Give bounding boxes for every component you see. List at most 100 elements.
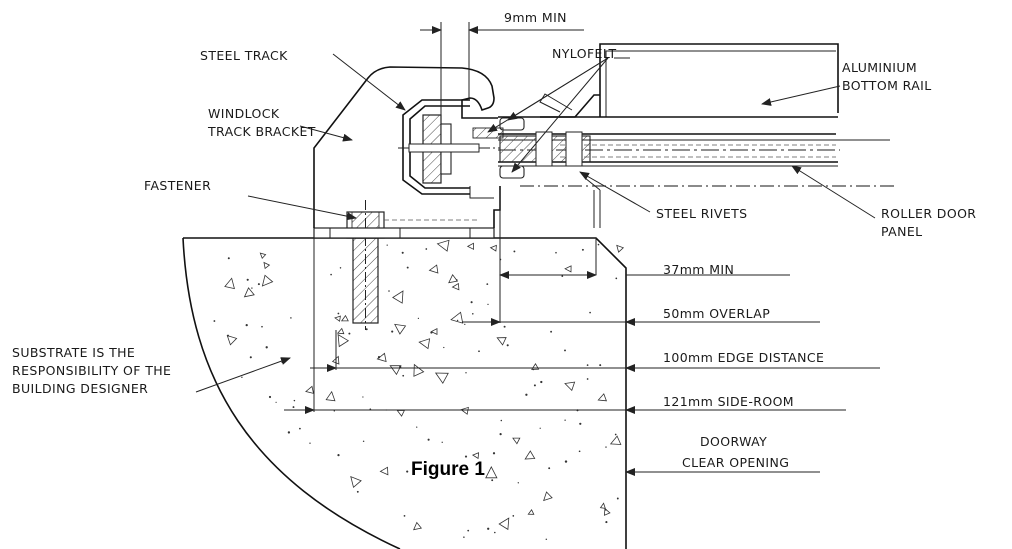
aggregate-dot bbox=[265, 346, 268, 349]
aggregate-dot bbox=[579, 422, 582, 425]
aggregate-dot bbox=[503, 325, 506, 328]
aggregate-stone bbox=[597, 393, 608, 402]
aggregate-dot bbox=[499, 433, 502, 436]
substrate-label-line3: BUILDING DESIGNER bbox=[12, 381, 148, 396]
windlock-label-line2: TRACK BRACKET bbox=[207, 124, 316, 139]
aggregate-dot bbox=[455, 279, 458, 281]
aggregate-dot bbox=[213, 320, 216, 322]
aggregate-dot bbox=[388, 290, 390, 292]
aggregate-stone bbox=[336, 327, 345, 335]
aggregate-dot bbox=[417, 317, 420, 320]
aggregate-stone bbox=[564, 265, 572, 273]
aggregate-stone bbox=[389, 365, 402, 376]
aggregate-dot bbox=[330, 273, 332, 276]
aggregate-stone bbox=[543, 491, 553, 502]
aggregate-dot bbox=[533, 384, 536, 387]
aggregate-dot bbox=[369, 408, 372, 410]
aggregate-dot bbox=[275, 401, 277, 403]
aggregate-dot bbox=[472, 313, 474, 315]
aggregate-stone bbox=[436, 239, 450, 252]
aggregate-stone bbox=[498, 517, 510, 531]
aggregate-dot bbox=[337, 312, 340, 315]
aggregate-dot bbox=[465, 372, 467, 374]
aggregate-dot bbox=[403, 515, 406, 517]
aggregate-stone bbox=[512, 437, 521, 445]
aggregate-dot bbox=[292, 406, 295, 409]
aggregate-dot bbox=[467, 529, 470, 532]
aggregate-dot bbox=[441, 441, 443, 443]
concrete-aggregate-marks bbox=[213, 239, 625, 541]
fastener-label: FASTENER bbox=[144, 178, 211, 193]
aggregate-stone bbox=[392, 290, 404, 304]
aggregate-dot bbox=[605, 446, 607, 448]
aggregate-stone bbox=[496, 337, 507, 346]
substrate-label-line1: SUBSTRATE IS THE bbox=[12, 345, 135, 360]
aggregate-stone bbox=[226, 334, 238, 346]
windlock-label-line1: WINDLOCK bbox=[208, 106, 280, 121]
aggregate-stone bbox=[448, 274, 459, 284]
aggregate-dot bbox=[532, 368, 535, 371]
aggregate-dot bbox=[425, 248, 428, 250]
aggregate-stone bbox=[527, 509, 535, 515]
aggregate-stone bbox=[379, 466, 389, 476]
aggregate-dot bbox=[333, 410, 335, 412]
aggregate-dot bbox=[365, 328, 368, 331]
aggregate-dot bbox=[257, 283, 260, 286]
fastener-anchor bbox=[346, 200, 385, 330]
dim-121mm-label: 121mm SIDE-ROOM bbox=[663, 394, 794, 409]
aggregate-stone bbox=[418, 338, 431, 350]
aggregate-dot bbox=[513, 250, 516, 253]
aggregate-dot bbox=[416, 426, 418, 428]
steel-rivets-label: STEEL RIVETS bbox=[656, 206, 748, 221]
aggregate-dot bbox=[402, 374, 405, 377]
steel-track-label: STEEL TRACK bbox=[200, 48, 288, 63]
aggregate-dot bbox=[561, 275, 564, 277]
roller-door-label-line2: PANEL bbox=[881, 224, 923, 239]
dim-37mm-label: 37mm MIN bbox=[663, 262, 734, 277]
aggregate-stone bbox=[531, 363, 540, 370]
aggregate-stone bbox=[350, 475, 362, 489]
aggregate-dot bbox=[287, 431, 291, 434]
dim-100mm-label: 100mm EDGE DISTANCE bbox=[663, 350, 824, 365]
aggregate-stone bbox=[471, 452, 480, 460]
aggregate-dot bbox=[494, 531, 496, 534]
aggregate-dot bbox=[362, 440, 365, 443]
aggregate-stone bbox=[609, 435, 622, 445]
aggregate-dot bbox=[251, 287, 253, 289]
aggregate-stone bbox=[263, 261, 271, 270]
aggregate-stone bbox=[450, 311, 464, 324]
aggregate-dot bbox=[391, 330, 394, 333]
aggregate-stone bbox=[337, 333, 350, 348]
aggregate-stone bbox=[243, 287, 255, 298]
aggregate-stone bbox=[305, 385, 315, 394]
aggregate-stone bbox=[340, 314, 349, 322]
aggregate-stone bbox=[524, 450, 536, 460]
leader-lines bbox=[195, 53, 876, 393]
aggregate-dot bbox=[268, 395, 272, 399]
aggregate-dot bbox=[564, 349, 566, 352]
aggregate-dot bbox=[548, 467, 551, 470]
concrete-substrate bbox=[182, 237, 627, 549]
aggregate-dot bbox=[464, 323, 466, 326]
aggregate-dot bbox=[463, 536, 465, 538]
aluminium-bottom-rail bbox=[498, 43, 839, 118]
aggregate-dot bbox=[550, 330, 553, 333]
aggregate-stone bbox=[603, 507, 611, 516]
text-labels: 9mm MIN STEEL TRACK NYLOFELT ALUMINIUM B… bbox=[12, 10, 976, 480]
aggregate-dot bbox=[540, 380, 543, 384]
aggregate-dot bbox=[245, 323, 248, 327]
aggregate-stone bbox=[489, 244, 497, 252]
aggregate-dot bbox=[564, 460, 568, 463]
aggregate-dot bbox=[564, 419, 566, 421]
aggregate-dot bbox=[470, 301, 473, 304]
aggregate-dot bbox=[586, 378, 589, 380]
aggregate-dot bbox=[406, 266, 409, 269]
aggregate-dot bbox=[339, 267, 342, 269]
aggregate-stone bbox=[394, 323, 407, 335]
aggregate-dot bbox=[597, 243, 600, 246]
aggregate-dot bbox=[386, 244, 388, 246]
aggregate-dot bbox=[348, 332, 351, 335]
figure-caption: Figure 1 bbox=[411, 459, 485, 480]
aggregate-dot bbox=[517, 482, 519, 484]
aggregate-dot bbox=[227, 257, 230, 260]
